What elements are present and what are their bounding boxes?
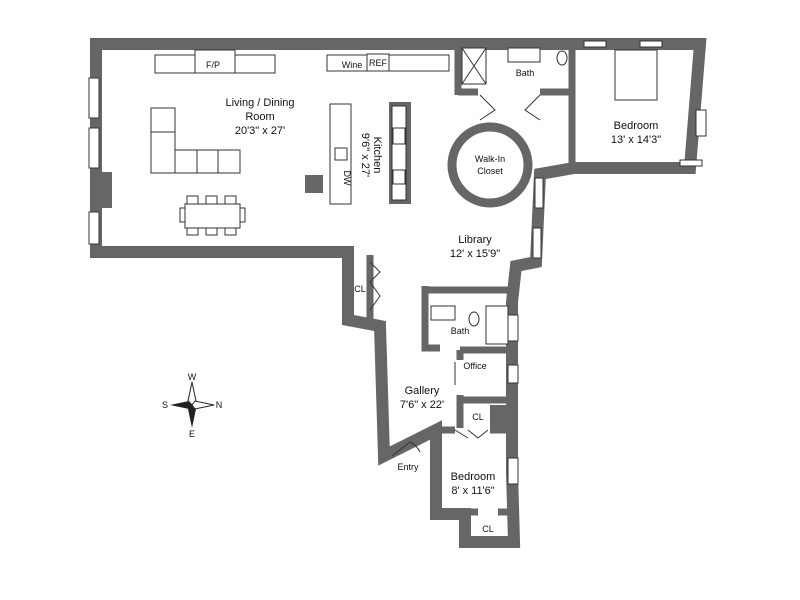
living-size: 20'3" x 27' (235, 125, 285, 137)
closet-gallery-label: CL (354, 284, 366, 294)
sofa (150, 107, 241, 174)
bedroom-second-size: 8' x 11'6" (451, 485, 494, 497)
office-label: Office (463, 361, 486, 371)
bath-top-label: Bath (516, 68, 535, 78)
bath-top-fixtures (461, 47, 568, 85)
dishwasher-label: DW (342, 171, 352, 186)
ref-label: REF (369, 58, 388, 68)
living-name: Living / Dining (225, 97, 294, 109)
compass-north: N (216, 400, 223, 410)
library-name: Library (458, 234, 492, 246)
cooktop (392, 127, 406, 145)
fireplace-label: F/P (206, 60, 220, 70)
fireplace (194, 49, 236, 74)
bedroom-second-name: Bedroom (451, 471, 496, 483)
bedroom-main-name: Bedroom (614, 120, 659, 132)
windows (88, 40, 707, 485)
dining-table (179, 195, 246, 236)
gallery-size: 7'6" x 22' (400, 399, 444, 411)
living-builtins: F/P Wine REF (154, 49, 450, 74)
room-library: Library 12' x 15'9" (450, 234, 500, 260)
closet-name2: Closet (477, 166, 503, 176)
bath-library-fixtures (430, 305, 509, 345)
room-living: Living / Dining Room 20'3" x 27' (225, 97, 294, 137)
kitchen-island: DW (329, 103, 352, 205)
chimney (90, 172, 112, 208)
kitchen-counter (389, 102, 411, 204)
column (305, 175, 323, 193)
compass-south: S (162, 400, 168, 410)
kitchen-sink (392, 169, 406, 185)
kitchen-name: Kitchen (371, 137, 383, 174)
wine-label: Wine (342, 60, 363, 70)
room-walk-in-closet: Walk-In Closet (475, 154, 505, 176)
closet-name: Walk-In (475, 154, 505, 164)
living-name2: Room (245, 111, 274, 123)
compass-west: W (188, 372, 197, 382)
closet-bedroom-bottom-label: CL (482, 524, 494, 534)
room-bedroom-second: Bedroom 8' x 11'6" (451, 471, 496, 497)
doors (369, 94, 541, 457)
room-gallery: Gallery 7'6" x 22' (400, 385, 444, 411)
kitchen-size: 9'6" x 27' (359, 133, 371, 177)
closet-bedroom-top-label: CL (472, 412, 484, 422)
entry-label: Entry (397, 462, 419, 472)
bed (614, 49, 658, 101)
gallery-name: Gallery (405, 385, 440, 397)
compass-icon: W E S N (162, 372, 222, 439)
compass-east: E (189, 429, 195, 439)
wall-block (490, 405, 512, 430)
room-kitchen: Kitchen 9'6" x 27' (359, 133, 383, 177)
outer-wall (90, 38, 707, 548)
room-bedroom-main: Bedroom 13' x 14'3" (611, 49, 661, 146)
interior-walls (366, 44, 576, 516)
bath-library-label: Bath (451, 326, 470, 336)
bedroom-main-size: 13' x 14'3" (611, 134, 661, 146)
library-size: 12' x 15'9" (450, 248, 500, 260)
